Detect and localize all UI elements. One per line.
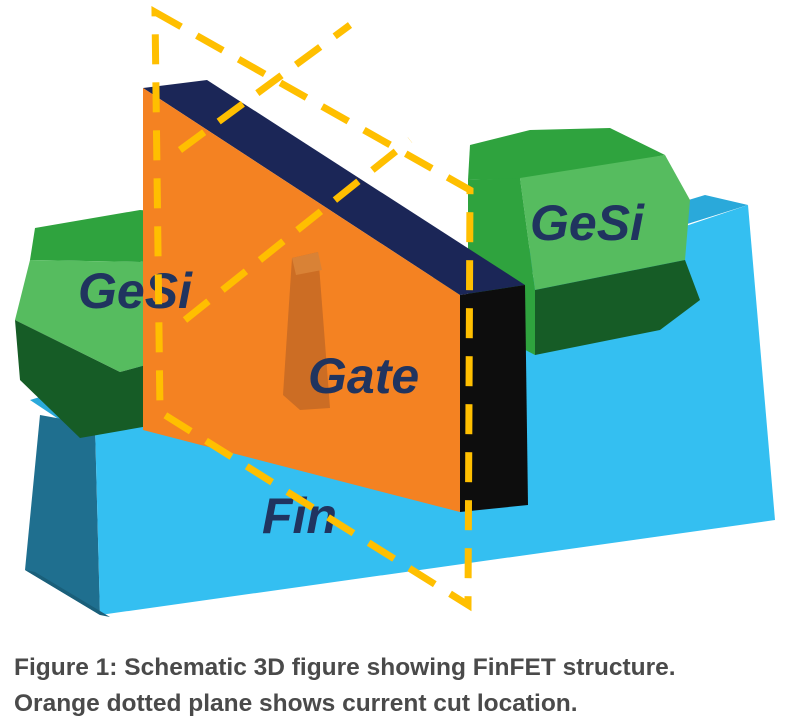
cut-plane-outline — [151, 5, 474, 612]
gesi-left-label: GeSi — [78, 263, 193, 319]
gate — [143, 80, 528, 512]
fin-left-side-face — [25, 415, 100, 615]
gate-spacer-highlight — [292, 252, 322, 275]
gesi-right-front-face — [520, 155, 690, 290]
gate-side-face — [460, 285, 528, 512]
gate-spacer — [283, 252, 330, 410]
caption-line-2: Orange dotted plane shows current cut lo… — [14, 690, 578, 717]
gate-top-face — [143, 80, 525, 295]
cut-plane-diagonal-c — [182, 137, 413, 323]
figure-caption: Figure 1: Schematic 3D figure showing Fi… — [14, 650, 776, 722]
gesi-right-label: GeSi — [530, 195, 645, 251]
gesi-right-lower-face — [535, 260, 700, 355]
gesi-right-top-face — [468, 128, 665, 180]
caption-line-1: Figure 1: Schematic 3D figure showing Fi… — [14, 654, 676, 681]
finfet-3d-diagram: GeSi GeSi Gate Fin — [15, 5, 775, 617]
gesi-right — [468, 128, 700, 355]
fin-bottom-edge — [25, 570, 110, 617]
cut-plane-diagonal-b — [177, 22, 353, 153]
gate-label: Gate — [308, 348, 419, 404]
